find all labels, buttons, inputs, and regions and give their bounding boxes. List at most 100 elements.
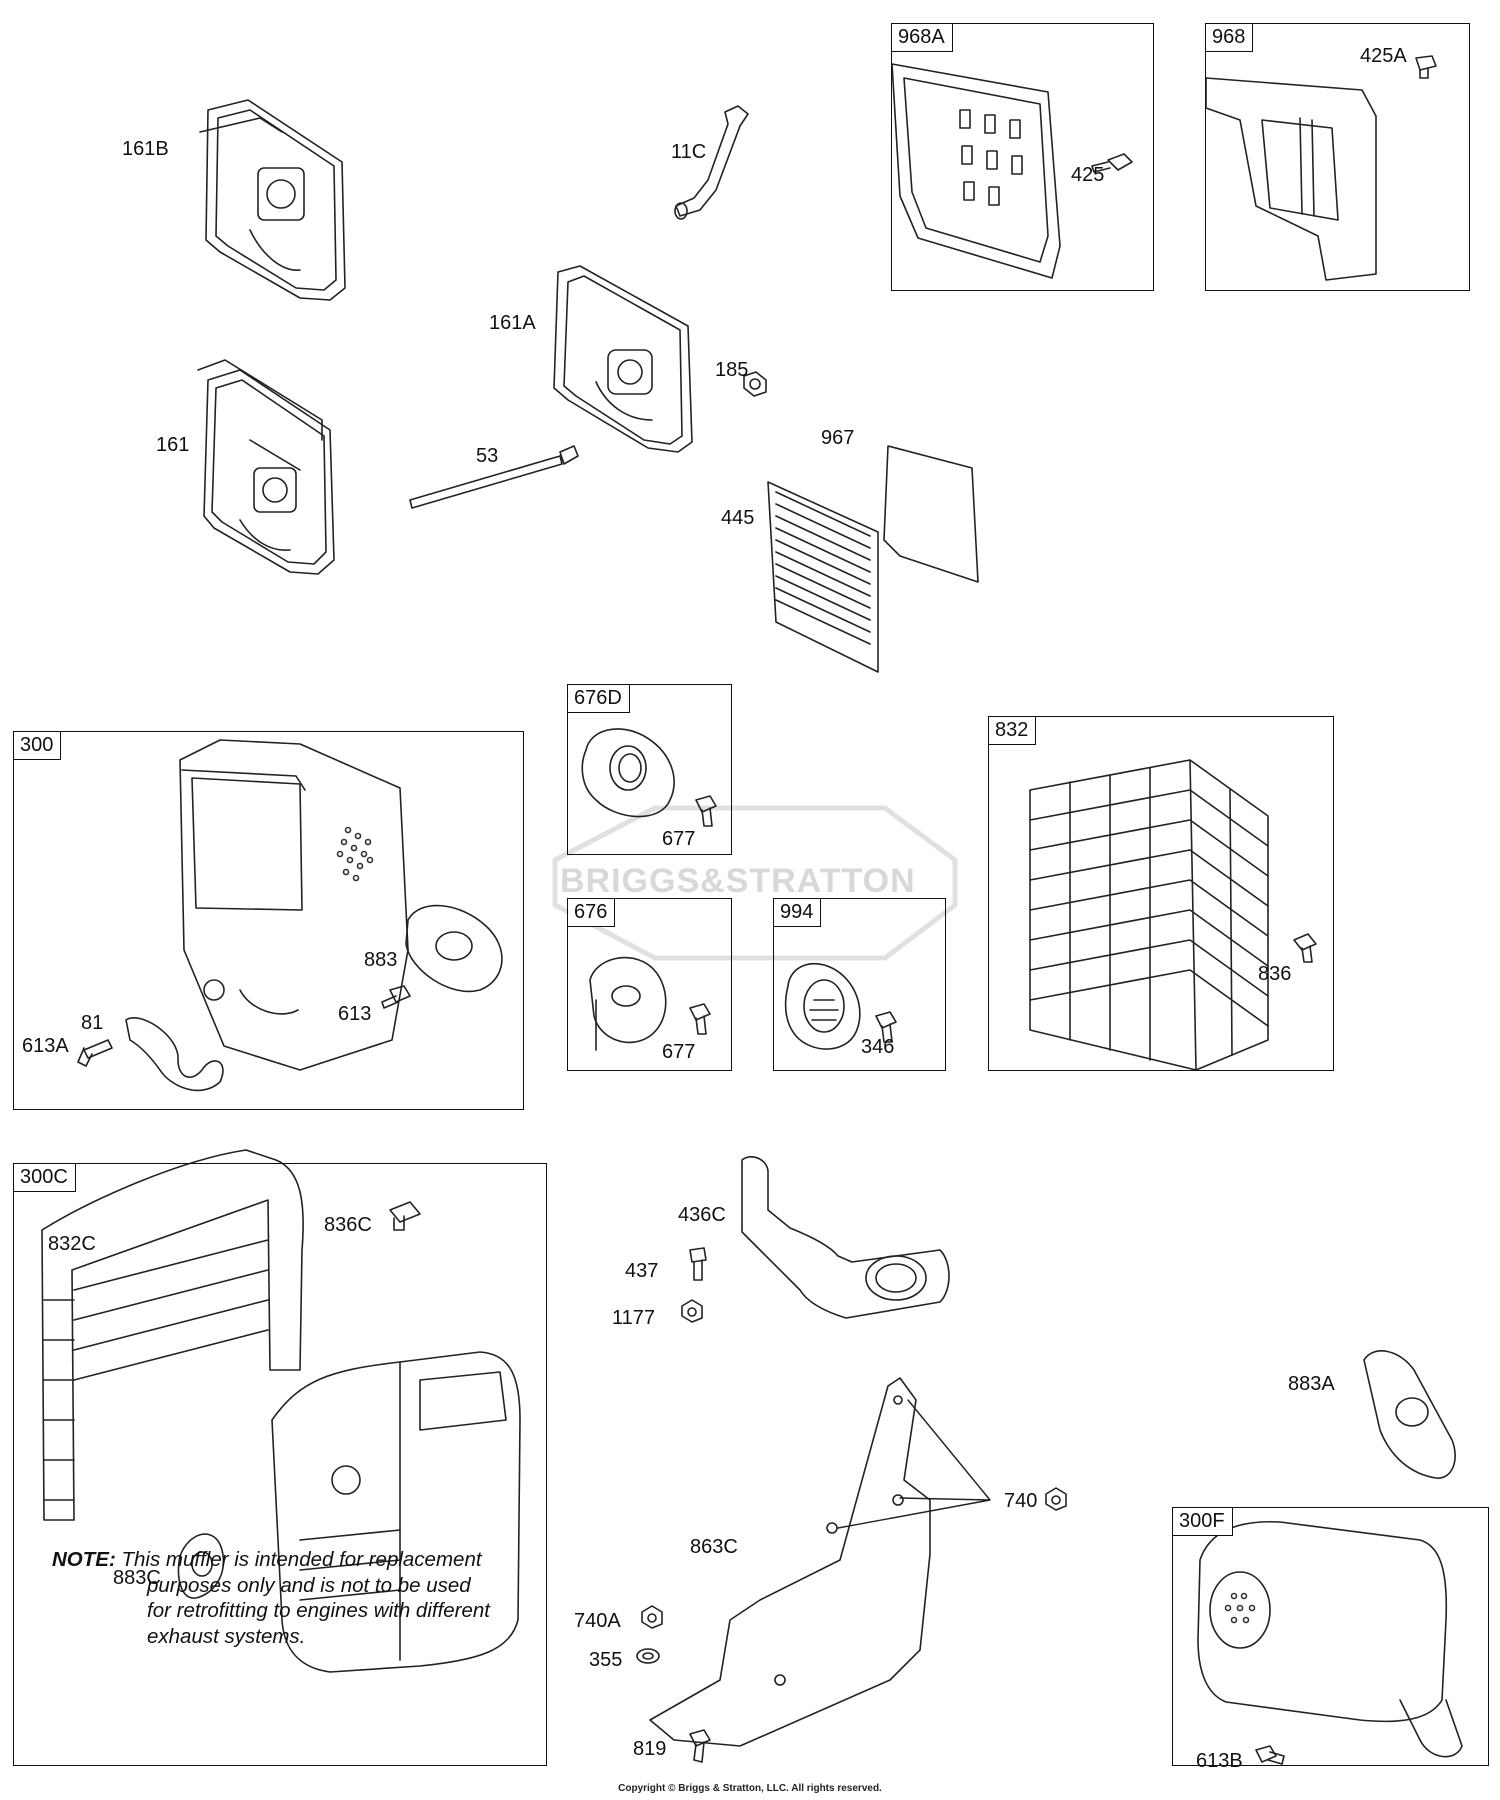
valve-cover-161-icon [197, 359, 335, 575]
stud-53-icon [409, 445, 579, 509]
screw-437-icon [689, 1247, 707, 1281]
part-label-836: 836 [1258, 963, 1292, 985]
box-tag-300F: 300F [1172, 1507, 1233, 1536]
part-label-677-b: 677 [662, 1041, 696, 1063]
part-label-677-a: 677 [662, 828, 696, 850]
breather-tube-11C-icon [674, 105, 749, 220]
box-676D: 676D [567, 684, 732, 855]
part-label-11C: 11C [671, 141, 707, 163]
part-label-883C: 883C [113, 1567, 161, 1589]
muffler-300C-icon [271, 1351, 521, 1673]
muffler-300-icon [179, 739, 409, 1071]
valve-cover-161A-icon [553, 265, 693, 453]
part-label-161B: 161B [122, 138, 169, 160]
bolt-836-icon [1293, 933, 1317, 963]
part-label-53: 53 [476, 445, 499, 467]
screw-346-icon [875, 1011, 897, 1043]
part-label-836C: 836C [324, 1214, 372, 1236]
bolt-613A-icon [77, 1039, 113, 1067]
nut-740A-icon [641, 1605, 663, 1629]
part-label-883A: 883A [1288, 1373, 1335, 1395]
bolt-836C-icon [389, 1201, 421, 1231]
box-994: 994 [773, 898, 946, 1071]
exhaust-elbow-436C-icon [741, 1156, 950, 1319]
part-label-436C: 436C [678, 1204, 726, 1226]
box-tag-676D: 676D [567, 684, 630, 713]
nut-1177-icon [681, 1299, 703, 1323]
bolt-613-icon [381, 985, 411, 1009]
note-line-4: exhaust systems. [147, 1624, 306, 1648]
bracket-863C-icon [649, 1377, 931, 1747]
part-label-161: 161 [156, 434, 190, 456]
air-cleaner-base-968A-icon [891, 63, 1061, 279]
muffler-300F-icon [1197, 1520, 1463, 1758]
air-filter-445-icon [767, 481, 879, 673]
watermark-text: BRIGGS&STRATTON [560, 862, 916, 900]
part-label-613A: 613A [22, 1035, 69, 1057]
note-line-3: for retrofitting to engines with differe… [147, 1599, 490, 1622]
part-label-1177: 1177 [612, 1307, 656, 1329]
screw-819-icon [689, 1729, 711, 1763]
part-label-832C: 832C [48, 1233, 96, 1255]
part-label-967: 967 [821, 427, 855, 449]
box-tag-968A: 968A [891, 23, 953, 52]
nut-185-icon [743, 371, 767, 397]
guard-832C-icon [41, 1149, 304, 1521]
box-968: 968 [1205, 23, 1470, 291]
muffler-guard-832-icon [1029, 759, 1269, 1071]
box-tag-300C: 300C [13, 1163, 76, 1192]
part-label-425: 425 [1071, 164, 1105, 186]
valve-cover-161B-icon [199, 99, 346, 301]
part-label-445: 445 [721, 507, 755, 529]
bolt-425A-icon [1415, 55, 1437, 79]
screw-677-icon [695, 795, 717, 827]
box-300C: 300C [13, 1163, 547, 1766]
part-label-883: 883 [364, 949, 398, 971]
nut-740-icon [1045, 1487, 1067, 1511]
part-label-185: 185 [715, 359, 749, 381]
spark-arrester-676D-icon [581, 728, 675, 818]
box-tag-994: 994 [773, 898, 822, 927]
gasket-883-icon [405, 904, 503, 993]
box-300: 300 [13, 731, 524, 1110]
box-676: 676 [567, 898, 732, 1071]
box-832: 832 [988, 716, 1334, 1071]
leader-lines-740 [837, 1399, 991, 1529]
replacement-note: NOTE: This muffler is intended for repla… [52, 1547, 522, 1649]
part-label-863C: 863C [690, 1536, 738, 1558]
part-label-355: 355 [589, 1649, 623, 1671]
screw-677b-icon [689, 1003, 711, 1035]
gasket-883A-icon [1363, 1350, 1456, 1479]
part-label-81: 81 [81, 1012, 104, 1034]
box-968A: 968A [891, 23, 1154, 291]
spark-arrester-676-icon [589, 956, 667, 1051]
part-label-161A: 161A [489, 312, 536, 334]
spark-arrester-994-icon [784, 962, 861, 1050]
note-line-2: purposes only and is not to be used [147, 1573, 471, 1597]
part-label-819: 819 [633, 1738, 667, 1760]
note-line-1: This muffler is intended for replacement [121, 1548, 482, 1571]
gasket-883C-icon [177, 1533, 225, 1599]
box-tag-300: 300 [13, 731, 62, 760]
pre-cleaner-967-icon [883, 445, 979, 583]
note-lead: NOTE: [52, 1548, 116, 1571]
part-label-740A: 740A [574, 1610, 621, 1632]
part-label-346: 346 [861, 1036, 895, 1058]
copyright-footer: Copyright © Briggs & Stratton, LLC. All … [618, 1783, 882, 1794]
part-label-425A: 425A [1360, 45, 1407, 67]
part-label-613B: 613B [1196, 1750, 1243, 1772]
deflector-81-icon [125, 1017, 224, 1092]
part-label-740: 740 [1004, 1490, 1038, 1512]
box-tag-676: 676 [567, 898, 616, 927]
bolt-425-icon [1091, 153, 1133, 173]
box-tag-968: 968 [1205, 23, 1254, 52]
box-300F: 300F [1172, 1507, 1489, 1766]
bolt-613B-icon [1255, 1745, 1285, 1765]
washer-355-icon [636, 1648, 660, 1664]
air-cleaner-cover-968-icon [1205, 77, 1377, 281]
box-tag-832: 832 [988, 716, 1037, 745]
part-label-613: 613 [338, 1003, 372, 1025]
part-label-437: 437 [625, 1260, 659, 1282]
